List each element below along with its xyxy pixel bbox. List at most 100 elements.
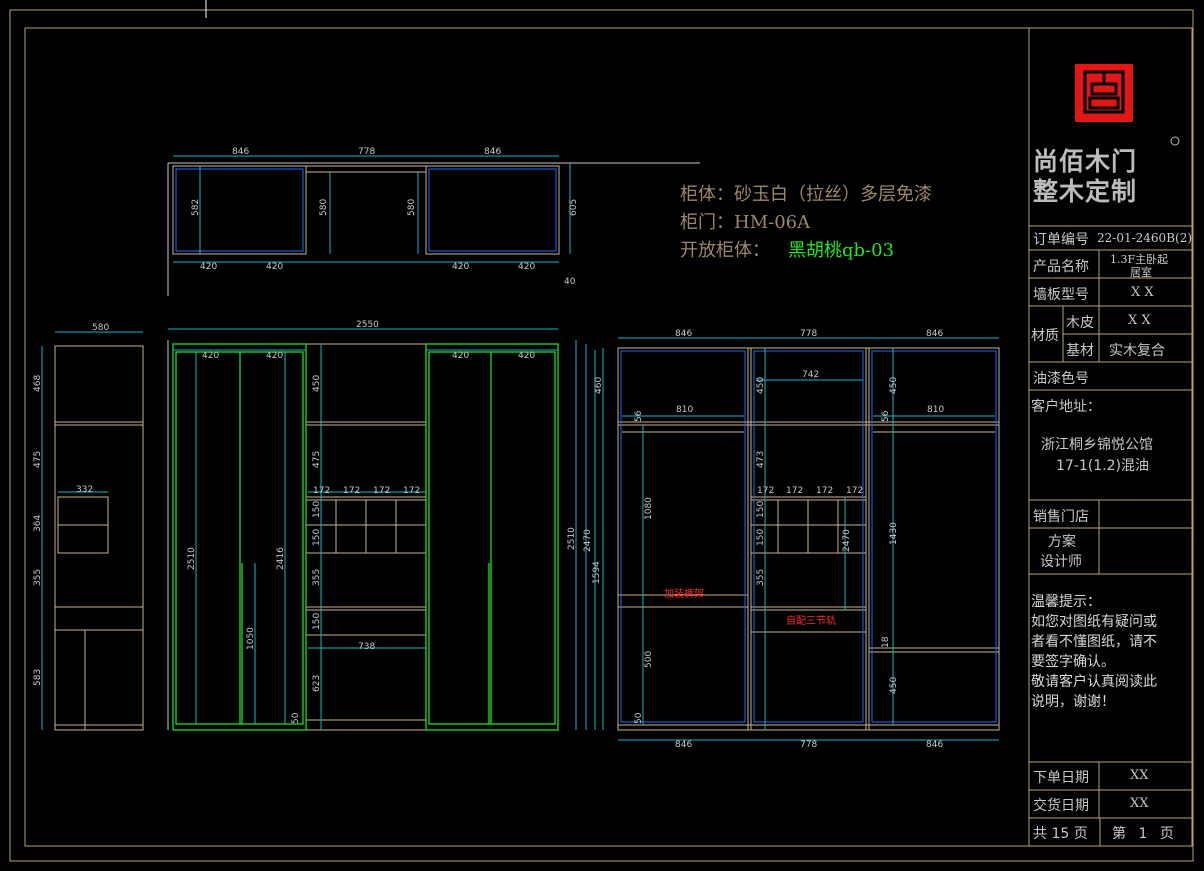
drawer-rail-label: 自配三节轨 [786,614,836,627]
dim-text: 846 [675,329,692,339]
dim-text: 450 [889,677,899,694]
dim-text: 355 [756,569,766,586]
veneer-value: X X [1128,313,1151,328]
notice-line: 说明，谢谢！ [1031,694,1115,710]
dim-text: 1594 [592,561,602,584]
dim-text: 468 [33,375,43,392]
dim-text: 582 [191,199,201,216]
dim-text: 2470 [583,529,593,552]
sales-store-label: 销售门店 [1033,509,1089,525]
dim-text: 846 [926,329,943,339]
interior-elevation [594,337,1000,741]
dim-text: 172 [816,486,833,496]
dim-text: 172 [757,486,774,496]
dim-text: 172 [846,486,863,496]
notice-line: 要签字确认。 [1031,654,1115,670]
dim-text: 742 [802,370,819,380]
dim-text: 172 [786,486,803,496]
brand-slogan: 整木定制 [1033,177,1138,206]
dim-text: 846 [484,147,501,157]
dim-text: 332 [76,485,93,495]
product-label: 产品名称 [1033,259,1089,275]
dim-text: 56 [634,410,644,422]
dim-text: 2510 [187,547,197,570]
dim-text: 2470 [842,529,852,552]
brand-name: 尚佰木门 [1033,147,1138,176]
veneer-label: 木皮 [1066,315,1094,331]
dim-text: 56 [881,410,891,422]
page-suffix: 页 [1159,826,1174,842]
dim-text: 450 [312,375,322,392]
designer-label-line2: 设计师 [1040,554,1082,570]
dim-text: 623 [312,675,322,692]
dim-text: 500 [644,651,654,668]
delivery-date-label: 交货日期 [1033,798,1089,814]
dim-text: 172 [313,486,330,496]
base-material-label: 基材 [1066,343,1094,359]
dim-text: 50 [634,712,644,724]
dim-text: 846 [232,147,249,157]
dim-text: 475 [33,451,43,468]
wall-model-value: X X [1131,285,1154,300]
dim-text: 580 [92,323,109,333]
dim-text: 778 [800,740,817,750]
dim-text: 420 [518,262,535,272]
dim-text: 40 [564,277,576,287]
dim-text: 810 [676,405,693,415]
base-material-value: 实木复合 [1109,343,1165,359]
dim-text: 420 [452,351,469,361]
material-label: 材质 [1031,328,1059,344]
product-value-line1: 1.3F主卧起 [1110,253,1169,266]
dim-text: 172 [373,486,390,496]
dim-text: 172 [343,486,360,496]
dim-text: 475 [312,451,322,468]
drawing-frame [9,0,1194,862]
total-pages-prefix: 共 [1033,826,1047,842]
dim-text: 460 [594,377,604,394]
wall-model-label: 墙板型号 [1033,287,1089,303]
delivery-date-value: XX [1130,796,1149,811]
dim-text: 605 [569,199,579,216]
dim-text: 846 [926,740,943,750]
dim-text: 778 [800,329,817,339]
order-date-value: XX [1130,768,1149,783]
dim-text: 846 [675,740,692,750]
page-number: 第 1 页 [1112,823,1174,843]
dim-text: 150 [312,613,322,630]
dim-text: 18 [881,636,891,648]
open-cabinet-material-label: 开放柜体： [680,240,770,261]
dim-text: 778 [358,147,375,157]
dim-text: 2416 [276,547,286,570]
order-date-label: 下单日期 [1033,770,1089,786]
customer-address-line1: 浙江桐乡锦悦公馆 [1041,437,1153,453]
dim-text: 580 [319,199,329,216]
dim-text: 420 [452,262,469,272]
front-elevation [167,328,587,731]
dim-text: 738 [358,642,375,652]
dim-text: 420 [518,351,535,361]
dim-text: 420 [200,262,217,272]
customer-address-label: 客户地址： [1031,399,1101,415]
dim-text: 580 [407,199,417,216]
dim-text: 450 [889,377,899,394]
dim-text: 473 [756,451,766,468]
dim-text: 50 [291,712,301,724]
dim-text: 150 [756,501,766,518]
customer-notice: 温馨提示： 如您对图纸有疑问或 者看不懂图纸，请不 要签字确认。 敬请客户认真阅… [1031,592,1157,712]
red-annotations: 加装裤架 自配三节轨 [664,587,836,627]
dim-text: 2510 [567,527,577,550]
dim-text: 420 [266,351,283,361]
dim-text: 2550 [356,320,379,330]
dim-text: 355 [33,569,43,586]
dim-text: 810 [927,405,944,415]
customer-address-line2: 17-1(1.2)混油 [1056,458,1149,474]
dim-text: 355 [312,569,322,586]
total-pages-suffix: 页 [1073,826,1088,842]
dim-text: 1080 [644,497,654,520]
dim-text: 364 [33,515,43,532]
dim-text: 150 [756,529,766,546]
product-value-line2: 居室 [1130,266,1152,279]
dim-text: 1050 [246,627,256,650]
paint-color-label: 油漆色号 [1033,371,1089,387]
